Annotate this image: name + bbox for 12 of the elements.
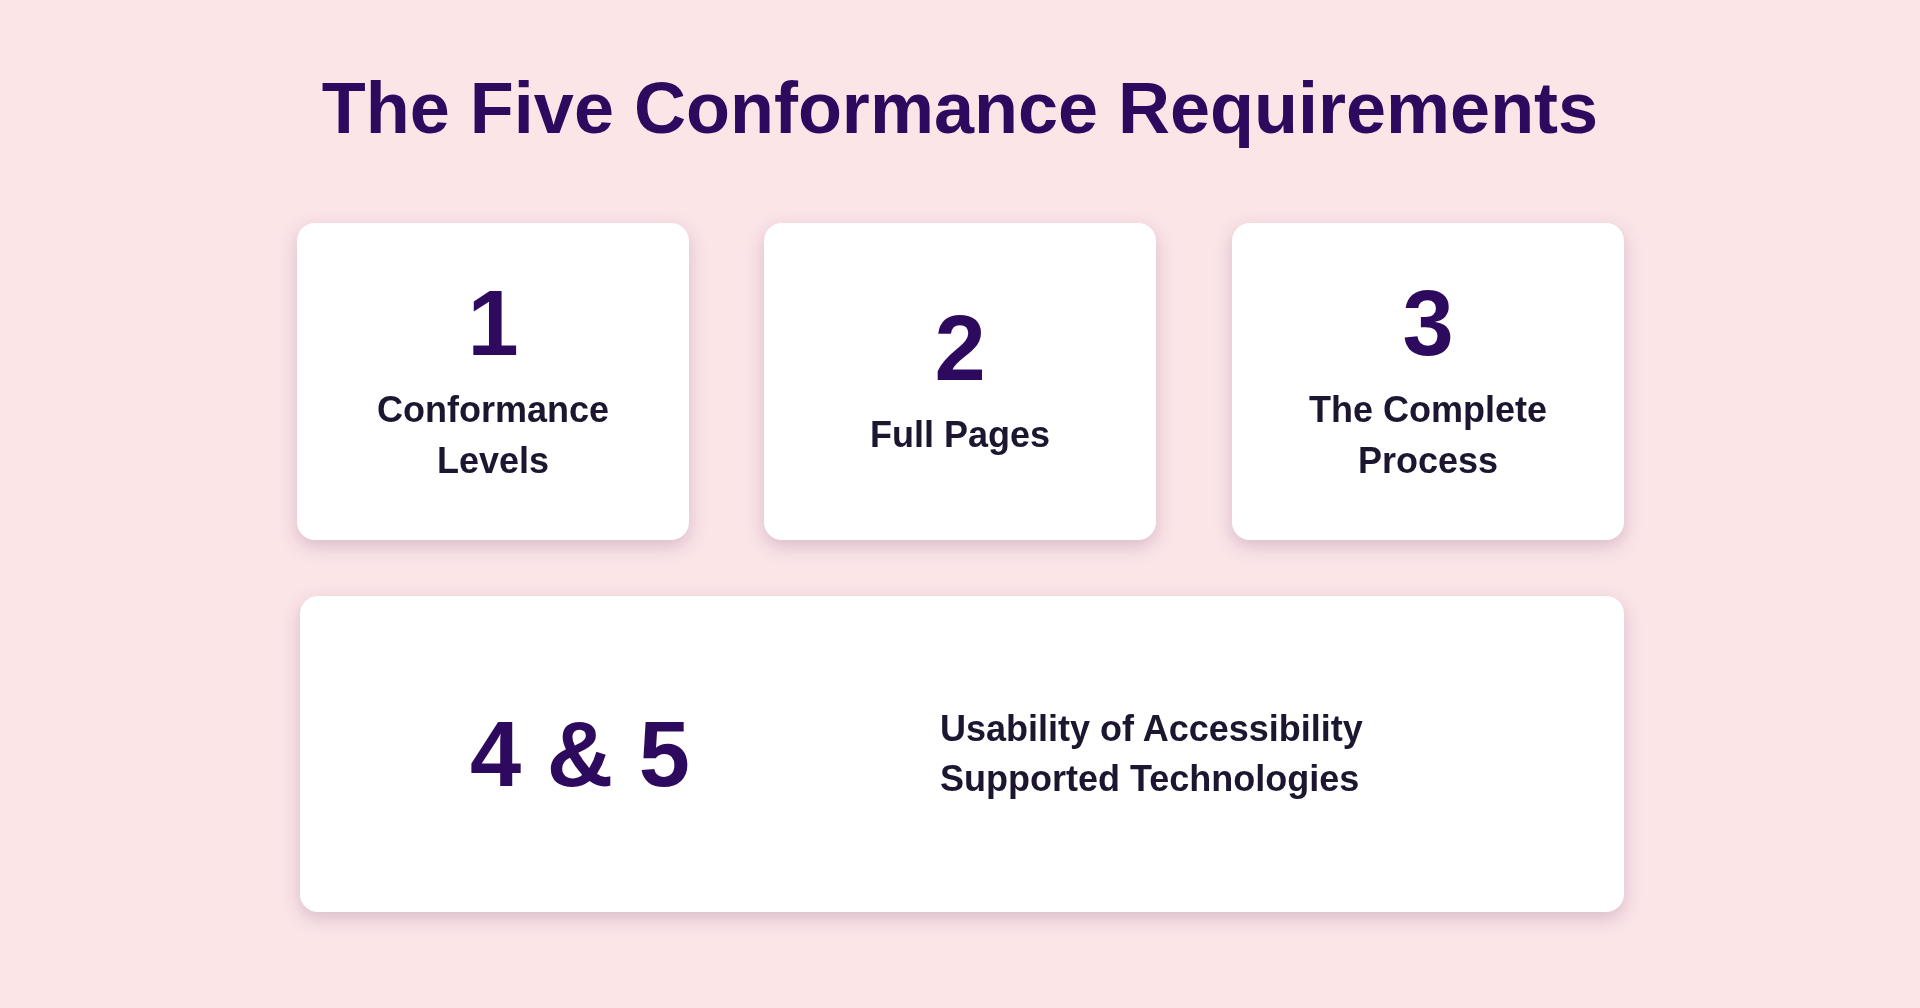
- requirement-card: [764, 223, 1156, 540]
- requirement-number: 1: [467, 277, 519, 370]
- requirement-number: 2: [934, 302, 986, 395]
- requirement-card: [1232, 223, 1624, 540]
- requirement-number: 4 & 5: [469, 708, 691, 800]
- requirement-number: 3: [1402, 277, 1454, 370]
- requirement-label: Conformance Levels: [376, 388, 610, 483]
- requirement-label: Full Pages: [868, 413, 1052, 458]
- requirement-card: [297, 223, 689, 540]
- requirement-label: The Complete Process: [1308, 388, 1548, 483]
- requirement-card: [300, 596, 1624, 912]
- requirement-label: Usability of Accessibility Supported Technologies: [940, 706, 1364, 801]
